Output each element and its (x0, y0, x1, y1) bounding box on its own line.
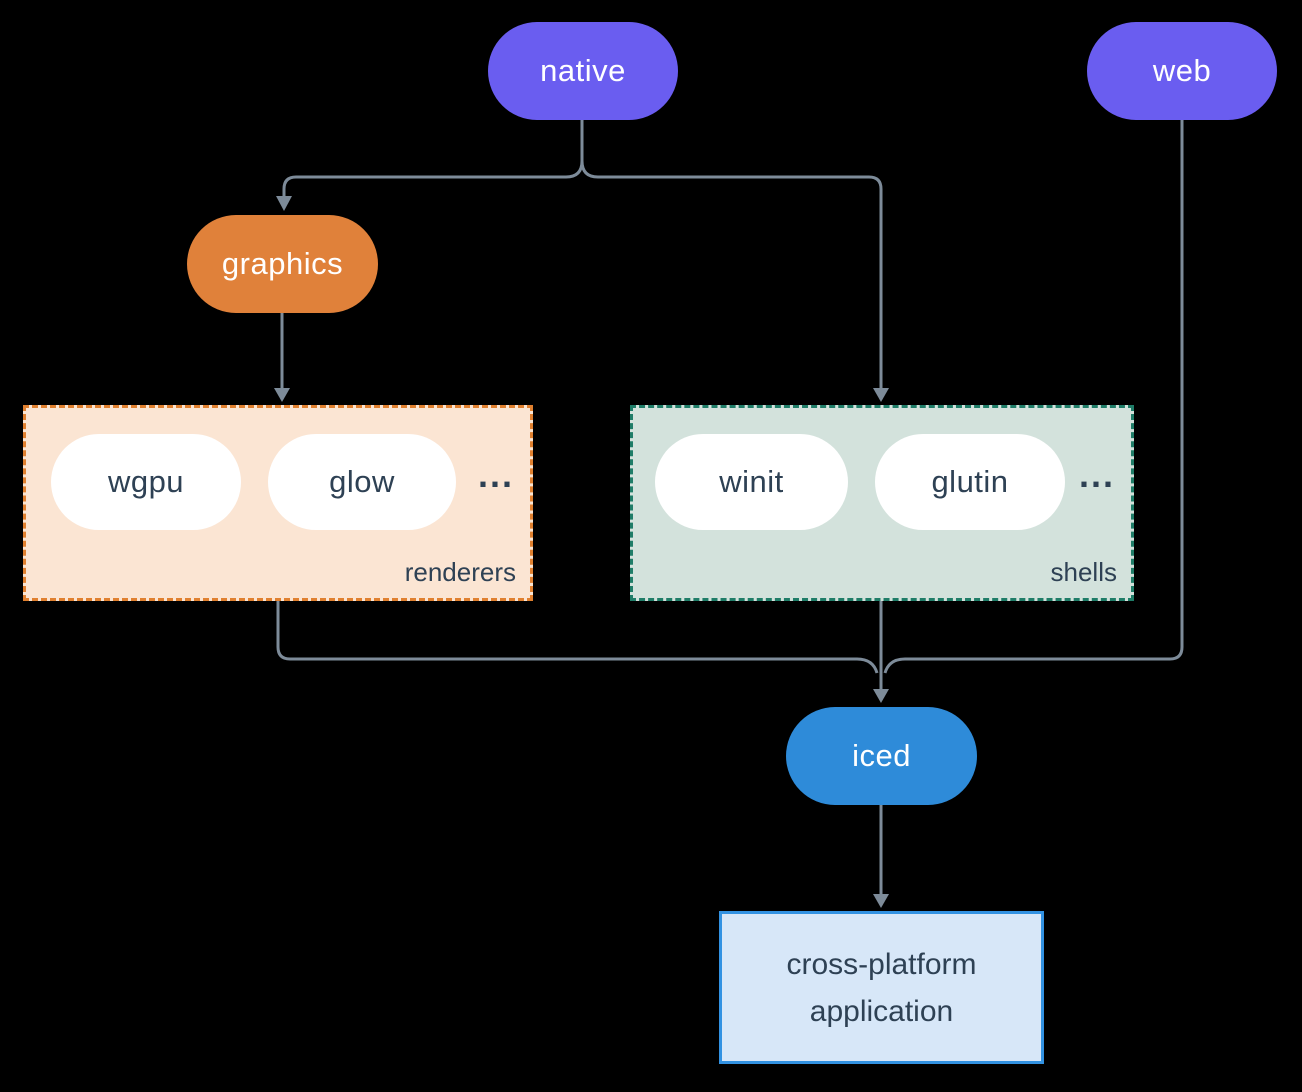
edge-native-to-graphics (282, 120, 584, 196)
node-web: web (1087, 22, 1277, 120)
node-glow: glow (268, 434, 456, 530)
node-glow-label: glow (329, 464, 395, 499)
app-label-line1: cross-platform (786, 947, 977, 981)
node-iced-label: iced (852, 738, 911, 773)
arrowhead-into-iced (873, 689, 889, 703)
node-web-label: web (1152, 53, 1212, 88)
node-wgpu: wgpu (51, 434, 241, 530)
node-graphics-label: graphics (221, 246, 344, 281)
node-graphics: graphics (187, 215, 378, 313)
renderers-ellipsis: ... (477, 454, 514, 495)
arrowhead-into-shells (873, 388, 889, 402)
edge-renderers-to-merge (276, 601, 879, 674)
node-winit: winit (655, 434, 848, 530)
arrowhead-into-graphics (276, 196, 292, 211)
group-renderers: wgpu glow ... renderers (23, 405, 533, 601)
node-native: native (488, 22, 678, 120)
node-glutin-label: glutin (931, 464, 1009, 499)
app-label-line2: application (809, 994, 954, 1028)
shells-group-label: shells (1050, 557, 1117, 587)
node-iced: iced (786, 707, 977, 805)
arrowhead-into-renderers (274, 388, 290, 402)
node-native-label: native (540, 53, 626, 88)
node-cross-platform-application: cross-platform application (719, 911, 1044, 1064)
edge-native-to-shells (580, 120, 883, 388)
node-glutin: glutin (875, 434, 1065, 530)
group-shells: winit glutin ... shells (630, 405, 1134, 601)
node-wgpu-label: wgpu (107, 464, 185, 499)
arrowhead-into-app (873, 894, 889, 908)
shells-ellipsis: ... (1078, 454, 1115, 495)
renderers-group-label: renderers (404, 557, 516, 587)
node-winit-label: winit (719, 464, 784, 499)
